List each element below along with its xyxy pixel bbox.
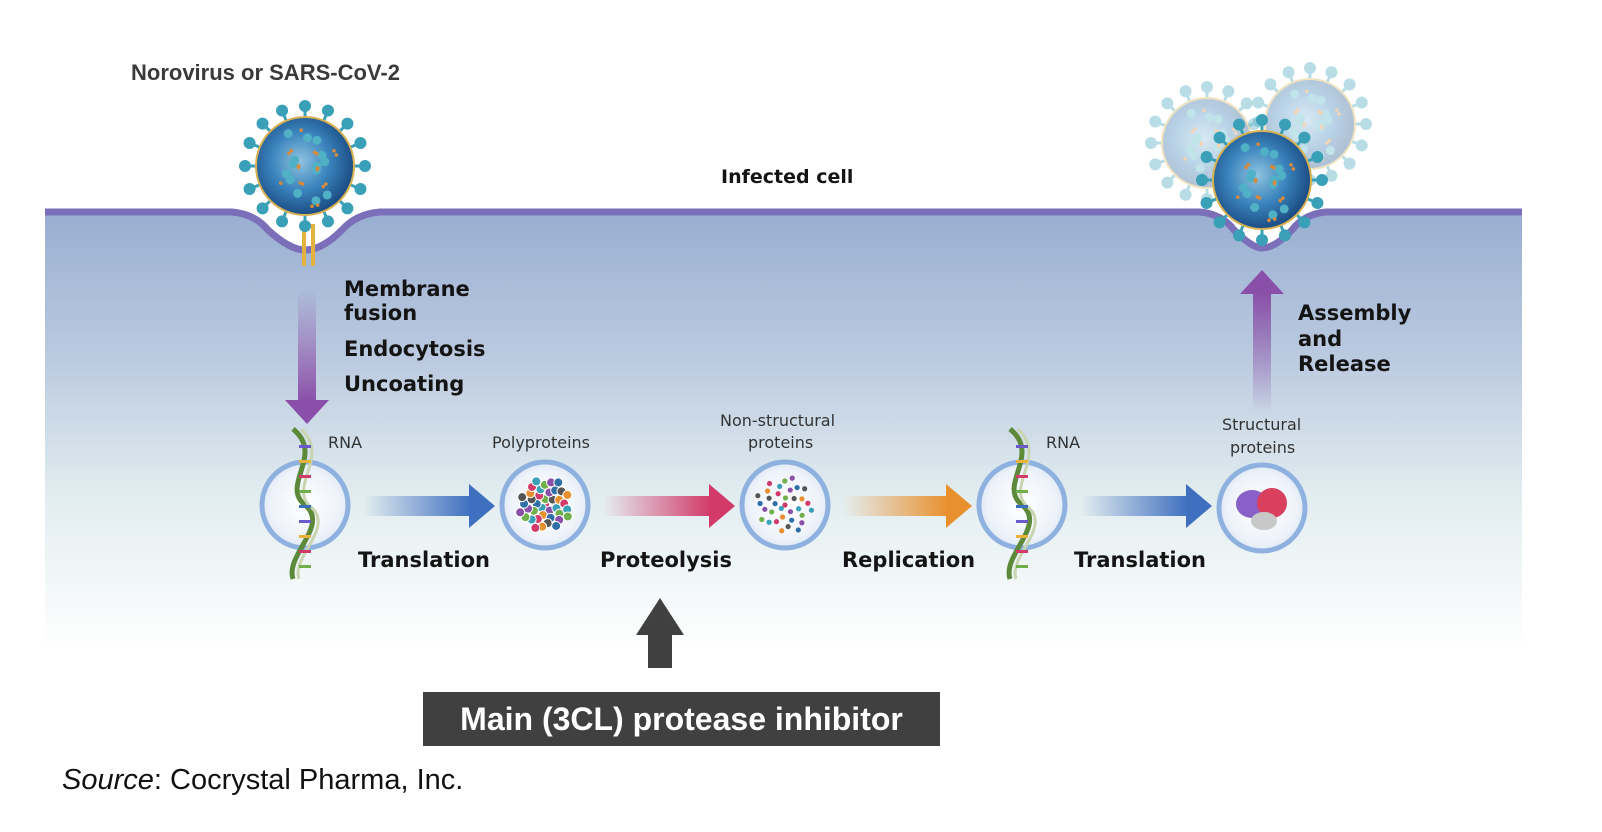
- rna-strand-icon: [1006, 427, 1032, 580]
- edge-arrow-3: [843, 484, 972, 528]
- assembly-step-assembly: Assembly: [1298, 301, 1412, 325]
- assembly-step-and: and: [1298, 327, 1343, 351]
- node-label-polyproteins: Polyproteins: [492, 433, 590, 452]
- node-label-nonstructural-1: Non-structural: [720, 411, 836, 430]
- source-credit: Source: Cocrystal Pharma, Inc.: [62, 764, 463, 797]
- edge-arrow-1: [363, 484, 495, 528]
- node-label-rna-1: RNA: [328, 433, 363, 452]
- cell-body: [45, 210, 1522, 650]
- node-label-rna-2: RNA: [1046, 433, 1081, 452]
- entry-step-endocytosis: Endocytosis: [344, 337, 486, 361]
- rna-strand-icon: [289, 427, 315, 580]
- node-polyproteins: [499, 459, 591, 551]
- edge-label-replication: Replication: [842, 548, 976, 572]
- protease-inhibitor-box: Main (3CL) protease inhibitor: [423, 692, 940, 746]
- entry-arrow: [285, 290, 329, 424]
- node-rna-1: [259, 427, 351, 580]
- inhibitor-arrow: [636, 598, 684, 668]
- edge-label-proteolysis: Proteolysis: [600, 548, 732, 572]
- edge-label-translation-2: Translation: [1074, 548, 1206, 572]
- assembled-virus-icon: [1196, 114, 1328, 246]
- source-text: : Cocrystal Pharma, Inc.: [153, 764, 464, 796]
- node-label-nonstructural-2: proteins: [748, 433, 814, 452]
- edge-arrow-4: [1080, 484, 1212, 528]
- diagram-title: Norovirus or SARS-CoV-2: [131, 60, 400, 85]
- cell-label: Infected cell: [721, 166, 854, 188]
- edge-label-translation-1: Translation: [358, 548, 490, 572]
- source-prefix: Source: [62, 764, 154, 796]
- entry-step-membrane: Membrane: [344, 277, 470, 301]
- node-label-structural-2: proteins: [1230, 438, 1296, 457]
- edge-arrow-2: [603, 484, 735, 528]
- node-label-structural-1: Structural: [1222, 415, 1302, 434]
- assembly-arrow: [1240, 270, 1284, 412]
- node-structural-proteins: [1216, 462, 1308, 554]
- assembly-step-release: Release: [1298, 352, 1391, 376]
- node-rna-2: [976, 427, 1068, 580]
- entry-step-uncoating: Uncoating: [344, 372, 465, 396]
- entry-step-fusion: fusion: [344, 301, 418, 325]
- entering-virus-icon: [239, 100, 371, 232]
- node-non-structural-proteins: [739, 459, 831, 551]
